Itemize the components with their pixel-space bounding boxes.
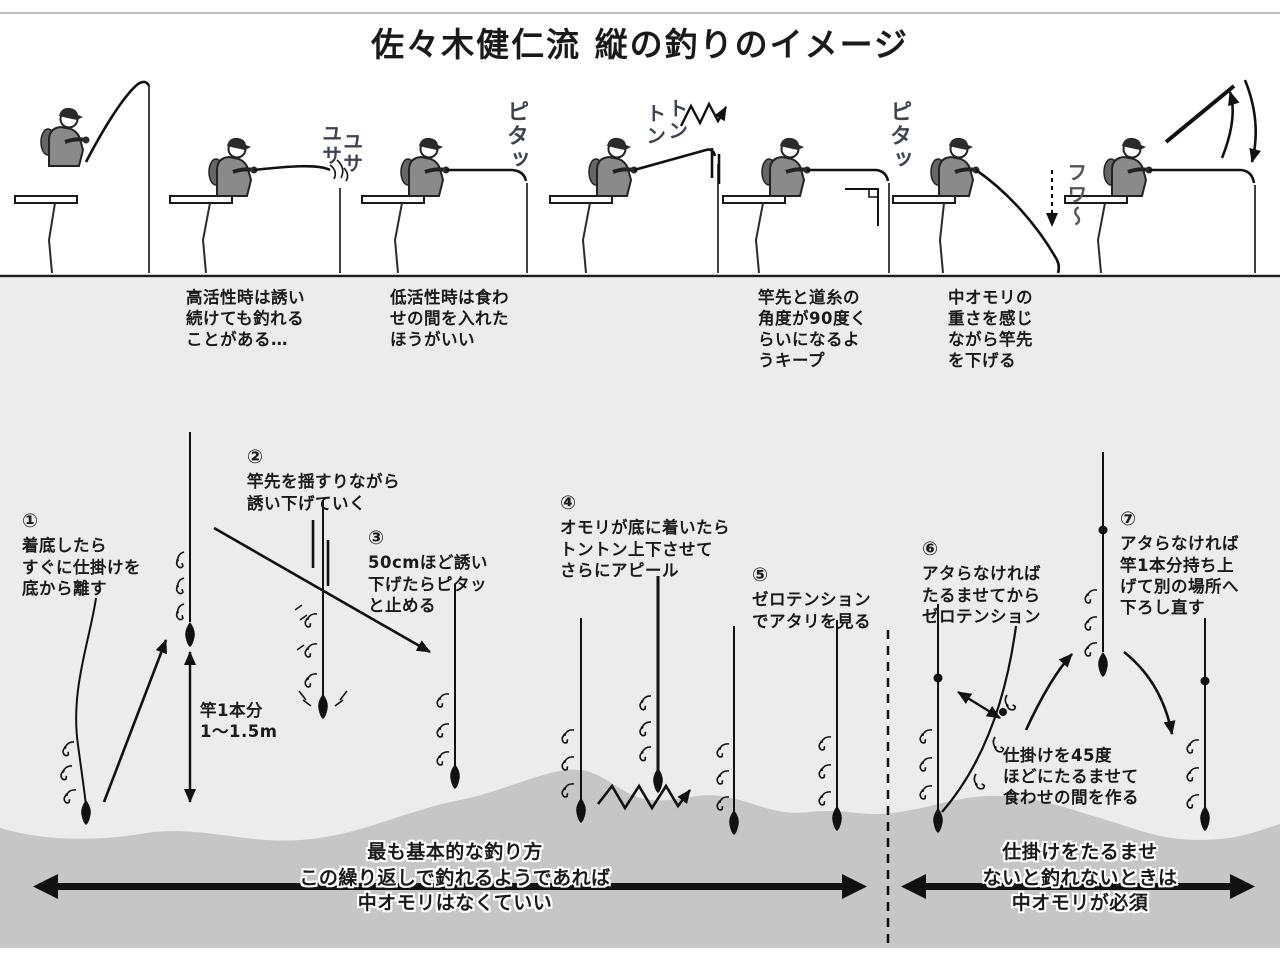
angler-legs [47,202,1106,274]
step-6-number: ⑥ [922,538,939,561]
label-rod-length: 竿1本分 1〜1.5m [200,701,278,742]
middle-weight-dot [1098,525,1108,535]
sfx-marks [329,79,1261,227]
step-2: ② 竿先を揺すりながら 誘い下げていく [247,424,400,514]
weight-motion-marks [298,690,348,707]
step-4-number: ④ [560,492,577,515]
step-5: ⑤ ゼロテンション でアタリを見る [752,542,871,632]
step-3-number: ③ [368,527,385,550]
label-45-degree-slack: 仕掛けを45度 ほどにたるませて 食わせの間を作る [1003,746,1139,808]
caption-slack-required: 仕掛けをたるませ ないと釣れないときは 中オモリが必須 [982,841,1178,915]
rig-7 [715,626,739,835]
slack-line-curve [941,625,1018,813]
step-1: ① 着底したら すぐに仕掛けを 底から離す [22,488,141,599]
sfx-yusa-2: ユサ [339,131,364,175]
seabed [0,769,1280,948]
rig-2 [172,432,196,803]
page-title: 佐々木健仁流 縦の釣りのイメージ [371,25,909,64]
rig-5 [560,618,586,823]
step-6-text: アタらなければ たるませてから ゼロテンション [922,564,1041,626]
rod-1 [84,80,151,163]
step-7: ⑦ アタらなければ 竿1本分持ち上 げて別の場所へ 下ろし直す [1120,486,1239,618]
right-angle-corner [868,189,878,198]
note-middle-weight: 中オモリの 重さを感じ ながら竿先 を下げる [948,288,1033,371]
rod-7-raised [1164,84,1236,144]
right-angle-mark [845,188,879,226]
rod-6 [975,168,1061,274]
step-4-text: オモリが底に着いたら トントン上下させて さらにアピール [560,518,730,580]
basic-method-range-arrow [33,874,867,899]
step-6: ⑥ アタらなければ たるませてから ゼロテンション [922,516,1041,627]
swing-double-arrow [957,690,1001,720]
step-5-text: ゼロテンション でアタリを見る [752,590,871,631]
sfx-yusa-1: ユサ [318,123,343,167]
step-2-number: ② [247,446,264,469]
rig-3 [294,500,348,719]
slack-middle-weight-dot [999,708,1007,716]
tip-shake-marks [329,159,349,182]
sfx-pita-2: ピタッ [886,100,912,172]
lower-down-arrow [1243,79,1261,163]
flutter-marks [294,604,308,651]
step-1-number: ① [22,510,39,533]
sfx-pita-1: ピタッ [503,100,529,172]
lift-up-arrow [1220,91,1240,159]
note-high-activity: 高活性時は誘い 続けても釣れる ことがある… [186,288,305,350]
step-1-text: 着底したら すぐに仕掛けを 底から離す [22,536,141,598]
rig-4 [435,584,460,789]
lift-off-bottom-arrow [102,639,168,803]
rig-8 [817,620,842,831]
bounce-zigzag-arrow [596,783,692,811]
step-7-number: ⑦ [1120,508,1137,531]
slack-required-range-arrow [901,874,1255,899]
step-7-text: アタらなければ 竿1本分持ち上 げて別の場所へ 下ろし直す [1120,534,1239,617]
note-low-activity: 低活性時は食わ せの間を入れた ほうがいい [390,288,509,350]
step-3: ③ 50cmほど誘い 下げたらピタッ と止める [368,505,488,616]
caption-basic-method: 最も基本的な釣り方 この繰り返しで釣れるようであれば 中オモリはなくていい [299,841,611,915]
sfx-fuwa: フワ〜 [1063,162,1088,228]
step-2-text: 竿先を揺すりながら 誘い下げていく [247,472,400,513]
rods-and-lines [84,80,1256,274]
relocate-rig-arrow [1123,650,1176,735]
note-90-degrees: 竿先と道糸の 角度が90度く らいになるよ うキープ [758,288,867,371]
rig-11 [1185,618,1210,831]
rod-7 [1149,168,1256,184]
tonton-zigzag-arrow [679,101,728,127]
sfx-ton-2: トン [664,98,689,142]
lift-rig-arrow [1024,653,1073,731]
step-5-number: ⑤ [752,564,769,587]
rig-9-zero-tension [918,604,1019,833]
step-3-text: 50cmほど誘い 下げたらピタッ と止める [368,553,488,615]
step-4: ④ オモリが底に着いたら トントン上下させて さらにアピール [560,470,730,581]
middle-weight-dot [933,673,943,683]
rig-6 [596,576,692,811]
middle-weight-dot [1200,676,1210,686]
piers [14,195,1128,204]
rig-10-lifted [1083,452,1108,677]
rod-3 [446,168,528,182]
rod-2 [253,164,331,172]
rod-5 [807,168,890,182]
sfx-ton-1: トン [642,103,667,147]
rig-1 [58,597,168,825]
